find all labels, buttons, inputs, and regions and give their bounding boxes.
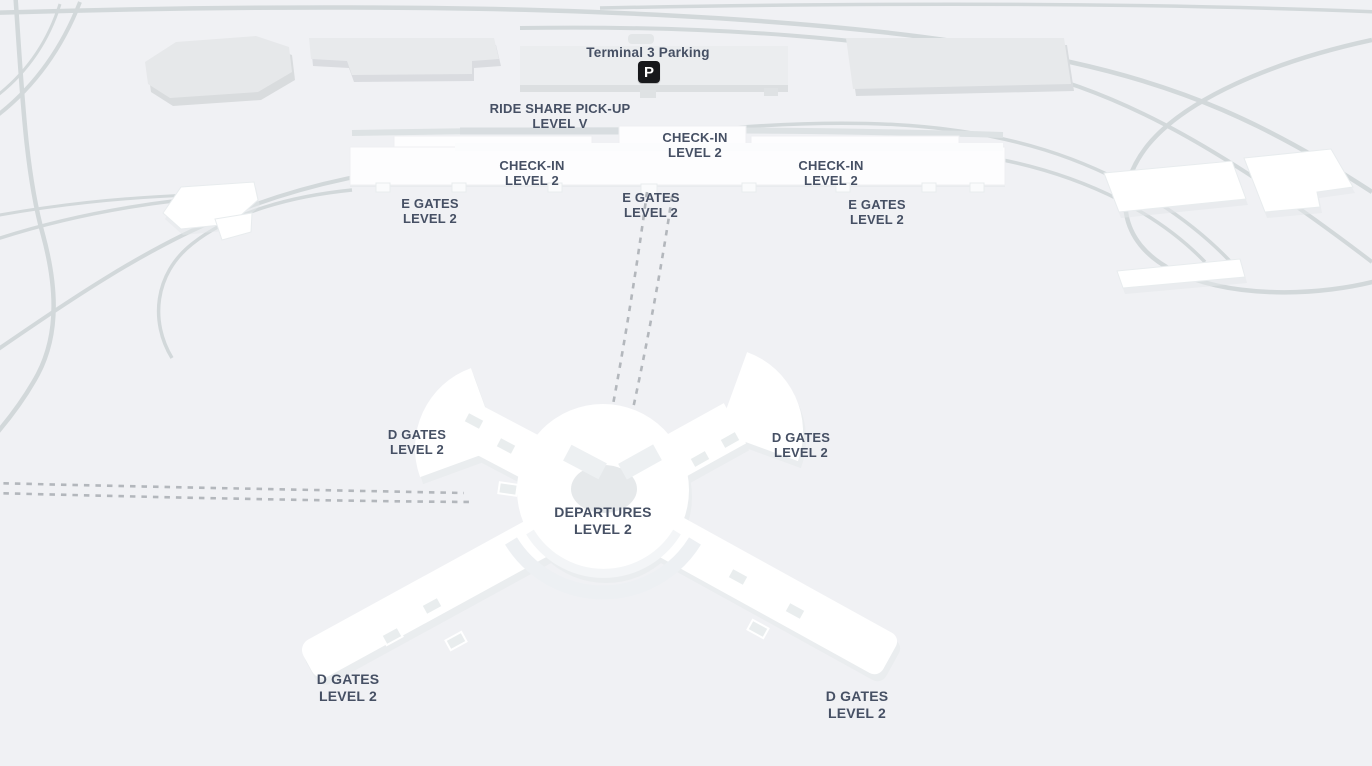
building-west-annex bbox=[214, 212, 253, 241]
label-egates-left: E GATES LEVEL 2 bbox=[401, 196, 459, 226]
parking-icon[interactable]: P bbox=[638, 61, 660, 83]
satellite-building bbox=[302, 352, 901, 685]
terminal-building bbox=[349, 125, 1006, 196]
d-gates-arm-se bbox=[636, 505, 898, 675]
tram-lines-layer bbox=[0, 191, 674, 504]
label-departures: DEPARTURES LEVEL 2 bbox=[554, 504, 652, 537]
outbuildings-layer bbox=[162, 148, 1355, 294]
label-checkin-center: CHECK-IN LEVEL 2 bbox=[662, 130, 728, 160]
garage-n2 bbox=[309, 38, 499, 75]
label-dgates-ne: D GATES LEVEL 2 bbox=[771, 430, 831, 460]
garage-nw bbox=[145, 36, 292, 98]
tram-line-west bbox=[0, 491, 473, 504]
label-dgates-sw: D GATES LEVEL 2 bbox=[316, 671, 380, 704]
building-east-1 bbox=[1103, 160, 1247, 213]
building-east-3 bbox=[1116, 258, 1246, 289]
hub-center-oval bbox=[571, 465, 637, 513]
label-egates-center: E GATES LEVEL 2 bbox=[622, 190, 680, 220]
tram-line-terminal-to-d bbox=[598, 191, 649, 470]
label-dgates-se: D GATES LEVEL 2 bbox=[825, 688, 889, 721]
label-checkin-left: CHECK-IN LEVEL 2 bbox=[499, 158, 565, 188]
label-egates-right: E GATES LEVEL 2 bbox=[848, 197, 906, 227]
label-dgates-nw: D GATES LEVEL 2 bbox=[387, 427, 447, 457]
tram-line-terminal-to-d bbox=[616, 195, 674, 474]
parking-structures-layer bbox=[145, 34, 1074, 106]
d-gates-arm-sw bbox=[302, 510, 568, 678]
garage-ne bbox=[846, 38, 1071, 89]
label-checkin-right: CHECK-IN LEVEL 2 bbox=[798, 158, 864, 188]
building-east-2 bbox=[1243, 148, 1354, 213]
tram-line-west bbox=[0, 481, 465, 495]
label-ride-share-pickup: RIDE SHARE PICK-UP LEVEL V bbox=[489, 101, 631, 131]
label-terminal3-parking: Terminal 3 Parking bbox=[586, 45, 710, 60]
